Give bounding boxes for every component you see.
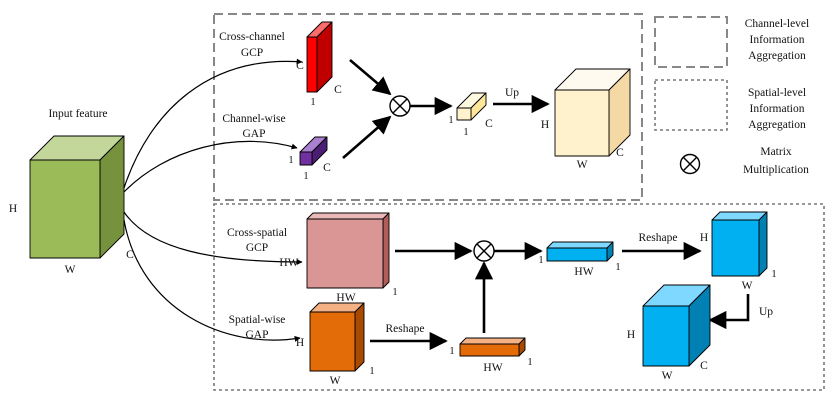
vector-one-bottom: 1 — [463, 127, 468, 138]
channel-multiply-icon — [389, 95, 411, 117]
cross-channel-c-left: C — [296, 60, 304, 72]
legend-channel-box — [654, 16, 728, 68]
reshape-label-2: Reshape — [639, 232, 678, 244]
bar1-hw: HW — [483, 362, 502, 374]
legend-spatial-line2: Information — [750, 103, 805, 115]
spatial-level-box — [213, 203, 825, 391]
cross-spatial-hw-bottom: HW — [336, 292, 355, 304]
spatial-multiply-icon — [473, 240, 495, 262]
spatial-wise-one: 1 — [369, 366, 374, 377]
bar1-one-right: 1 — [527, 357, 532, 368]
channel-wise-label-1: Channel-wise — [222, 113, 285, 125]
legend-channel-line3: Aggregation — [748, 50, 806, 62]
legend-channel-line1: Channel-level — [745, 18, 810, 30]
arrow-spatial-up — [708, 294, 750, 330]
channel-output-h: H — [541, 119, 549, 131]
cross-channel-c-right: C — [334, 84, 342, 96]
spatial-wise-block — [309, 302, 365, 372]
cross-spatial-label-1: Cross-spatial — [227, 227, 287, 239]
bar2-hw: HW — [574, 266, 593, 278]
channel-output-c: C — [616, 147, 624, 159]
legend-matrix-line1: Matrix — [760, 146, 792, 158]
channel-level-box — [213, 13, 643, 201]
spatial-output-c: C — [700, 360, 708, 372]
curve-to-cross-channel — [123, 58, 303, 189]
spatial-up-label: Up — [759, 306, 773, 318]
cross-channel-one: 1 — [310, 97, 315, 108]
spatial-output-cube — [642, 284, 711, 367]
spatial-wise-w: W — [330, 375, 341, 387]
legend-spatial-line1: Spatial-level — [748, 87, 806, 99]
curve-to-spatial-wise — [123, 219, 301, 342]
legend-spatial-box — [654, 79, 728, 131]
legend-matrix-line2: Multiplication — [743, 164, 809, 176]
vector-c: C — [485, 118, 493, 130]
spatial-map-h: H — [700, 232, 708, 244]
reshape-label-1: Reshape — [386, 323, 425, 335]
input-title: Input feature — [48, 108, 107, 120]
spatial-map-one: 1 — [771, 269, 776, 280]
arrow-gcp-to-mult — [349, 59, 392, 96]
cross-spatial-one: 1 — [392, 287, 397, 298]
spatial-output-w: W — [662, 370, 673, 382]
input-w-label: W — [65, 264, 76, 276]
input-feature-cube — [29, 135, 125, 259]
input-c-label: C — [126, 249, 134, 261]
spatial-map-w: W — [742, 280, 753, 292]
channel-wise-label-2: GAP — [242, 128, 265, 140]
curve-to-cross-spatial — [123, 211, 303, 265]
bar1-one-left: 1 — [449, 346, 454, 357]
spatial-map-block — [711, 211, 768, 277]
legend-channel-line2: Information — [750, 34, 805, 46]
channel-wise-one-left: 1 — [288, 155, 293, 166]
spatial-output-h: H — [627, 329, 635, 341]
input-h-label: H — [9, 203, 17, 215]
curve-to-channel-wise — [123, 140, 298, 193]
spatial-bar-1 — [459, 337, 526, 357]
cross-channel-label-2: GCP — [241, 47, 263, 59]
cross-spatial-block — [306, 212, 390, 289]
legend-multiply-icon — [679, 153, 701, 175]
cross-spatial-hw-left: HW — [279, 257, 298, 269]
spatial-wise-label-1: Spatial-wise — [229, 314, 286, 326]
arrow-gap-to-mult — [342, 115, 392, 159]
bar2-one-right: 1 — [615, 262, 620, 273]
channel-output-cube — [554, 68, 631, 157]
spatial-wise-label-2: GAP — [245, 329, 268, 341]
spatial-wise-h: H — [296, 337, 304, 349]
legend-spatial-line3: Aggregation — [748, 119, 806, 131]
vector-one-left: 1 — [448, 115, 453, 126]
channel-wise-one-bottom: 1 — [303, 171, 308, 182]
cross-channel-block — [306, 21, 333, 93]
channel-up-label: Up — [505, 87, 519, 99]
bar2-one-left: 1 — [538, 255, 543, 266]
spatial-bar-2 — [546, 241, 614, 262]
cross-channel-label-1: Cross-channel — [219, 31, 285, 43]
cross-spatial-label-2: GCP — [246, 242, 268, 254]
channel-wise-block — [299, 136, 328, 166]
channel-vector-block — [456, 92, 487, 121]
channel-wise-c: C — [323, 162, 331, 174]
channel-output-w: W — [577, 159, 588, 171]
